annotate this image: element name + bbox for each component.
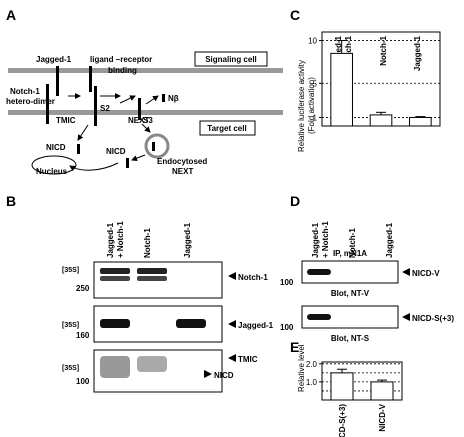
- band-notch1-lane1a: [100, 268, 130, 274]
- c-ylabel-2: (Fold activation): [307, 77, 316, 134]
- ligand-binding-label-2: binding: [108, 66, 137, 75]
- d-lane-1-line2: + Notch-1: [321, 221, 330, 258]
- panel-letter-a: A: [6, 7, 16, 23]
- marker-160: 160: [76, 331, 90, 340]
- band-nicd-v: [307, 269, 331, 275]
- panel-b-lane-headers: Jagged-1 + Notch-1 Notch-1 Jagged-1: [106, 221, 192, 258]
- panel-letter-d: D: [290, 193, 300, 209]
- nicd-mid-molecule: [126, 158, 129, 168]
- isotope-label-2: [35S]: [62, 322, 79, 329]
- notch1-label-1: Notch-1: [10, 87, 40, 96]
- notch1-bound: [94, 86, 97, 126]
- b-lane-1-line1: Jagged-1: [106, 222, 115, 258]
- d-lane-3-line1: Jagged-1: [385, 222, 394, 258]
- next-label: NEXT: [128, 116, 149, 125]
- c-ytick-label: 1: [313, 113, 318, 122]
- blot-nicd-s: [301, 305, 399, 329]
- label-nicd-v: NICD-V: [412, 269, 440, 278]
- bound-jagged1: [89, 66, 92, 92]
- panel-letter-e: E: [290, 339, 299, 355]
- b-lane-3-line1: Jagged-1: [183, 222, 192, 258]
- band-jagged1-lane1: [100, 319, 130, 328]
- d-lane-1-line1: Jagged-1: [311, 222, 320, 258]
- jagged1-label: Jagged-1: [36, 55, 72, 64]
- c-ylabel-1: Relative luciferase activity: [297, 60, 306, 152]
- s2-label: S2: [100, 104, 110, 113]
- band-tmic-lane1: [100, 356, 130, 378]
- s3-label: S3: [143, 116, 153, 125]
- notch1-heterodimer: [46, 84, 49, 124]
- blot-nicd-v: [301, 260, 399, 284]
- ligand-binding-label-1: ligand –receptor: [90, 55, 152, 64]
- blot-label-notch1: Notch-1: [238, 273, 268, 282]
- endocytosed-label-1: Endocytosed: [157, 157, 207, 166]
- c-ytick-label: 10: [308, 37, 317, 46]
- next-molecule: [138, 98, 141, 120]
- b-lane-2-line1: Notch-1: [143, 228, 152, 258]
- b-lane-1-line2: + Notch-1: [116, 221, 125, 258]
- blot-label-jagged1: Jagged-1: [238, 321, 274, 330]
- notch1-label-2: hetero-dimer: [6, 97, 55, 106]
- band-notch1-lane2a: [137, 268, 167, 274]
- label-nicd-s: NICD-S(+3): [412, 314, 454, 323]
- c-lane-3-line1: Jagged-1: [413, 35, 422, 71]
- isotope-label-1: [35S]: [62, 267, 79, 274]
- blot-label-tmic: TMIC: [238, 355, 258, 364]
- band-notch1-lane2b: [137, 276, 167, 281]
- signaling-cell-label: Signaling cell: [205, 55, 257, 64]
- nicd-left-molecule: [77, 144, 80, 154]
- target-cell-box: [199, 120, 256, 136]
- c-bar-3: [409, 116, 432, 127]
- e-category-label-2: NICD-V: [378, 403, 387, 431]
- nbeta-label: Nβ: [168, 94, 179, 103]
- ip-label: IP, mN1A: [333, 249, 367, 258]
- c-lane-2-line1: Notch-1: [379, 35, 388, 65]
- e-ytick-label: 2.0: [306, 360, 318, 369]
- band-notch1-lane1b: [100, 276, 130, 281]
- c-bar-1: [330, 52, 353, 127]
- band-nicd-s: [307, 314, 331, 320]
- blot1-label: Blot, NT-V: [331, 289, 370, 298]
- nucleus: [31, 155, 77, 175]
- signaling-membrane: [8, 68, 283, 73]
- isotope-label-3: [35S]: [62, 365, 79, 372]
- c-ytick-label: 5: [313, 79, 318, 88]
- marker-100: 100: [76, 377, 90, 386]
- tmic-label: TMIC: [56, 116, 76, 125]
- target-membrane: [8, 110, 283, 115]
- endocytosed-next-molecule: [152, 142, 155, 151]
- nucleus-label: Nucleus: [36, 167, 68, 176]
- e-plot-frame: [321, 361, 403, 401]
- e-ytick-label: 1.0: [306, 378, 318, 387]
- nbeta-molecule: [162, 94, 165, 102]
- endocytic-vesicle: [144, 133, 170, 159]
- d-marker-2: 100: [280, 323, 294, 332]
- nicd-mid-label: NICD: [106, 147, 126, 156]
- panel-letter-b: B: [6, 193, 16, 209]
- e-ylabel: Relative level: [297, 344, 306, 392]
- nicd-left-label: NICD: [46, 143, 66, 152]
- d-lane-2-line1: Notch-1: [348, 228, 357, 258]
- c-bar-2: [369, 114, 393, 127]
- jagged1-molecule: [56, 66, 59, 96]
- e-bar-1: [330, 372, 354, 401]
- e-category-label-1: NICD-S(+3): [338, 404, 347, 437]
- blot2-label: Blot, NT-S: [331, 334, 370, 343]
- endocytosed-label-2: NEXT: [172, 167, 193, 176]
- signaling-cell-box: [194, 51, 268, 67]
- e-bar-2: [370, 381, 394, 401]
- target-cell-label: Target cell: [207, 124, 246, 133]
- band-tmic-lane2: [137, 356, 167, 372]
- panel-d-lane-headers: Jagged-1 + Notch-1 Notch-1 Jagged-1: [311, 221, 394, 258]
- d-marker-1: 100: [280, 278, 294, 287]
- blot-label-nicd: NICD: [214, 371, 234, 380]
- marker-250: 250: [76, 284, 90, 293]
- band-jagged1-lane3: [176, 319, 206, 328]
- panel-letter-c: C: [290, 7, 300, 23]
